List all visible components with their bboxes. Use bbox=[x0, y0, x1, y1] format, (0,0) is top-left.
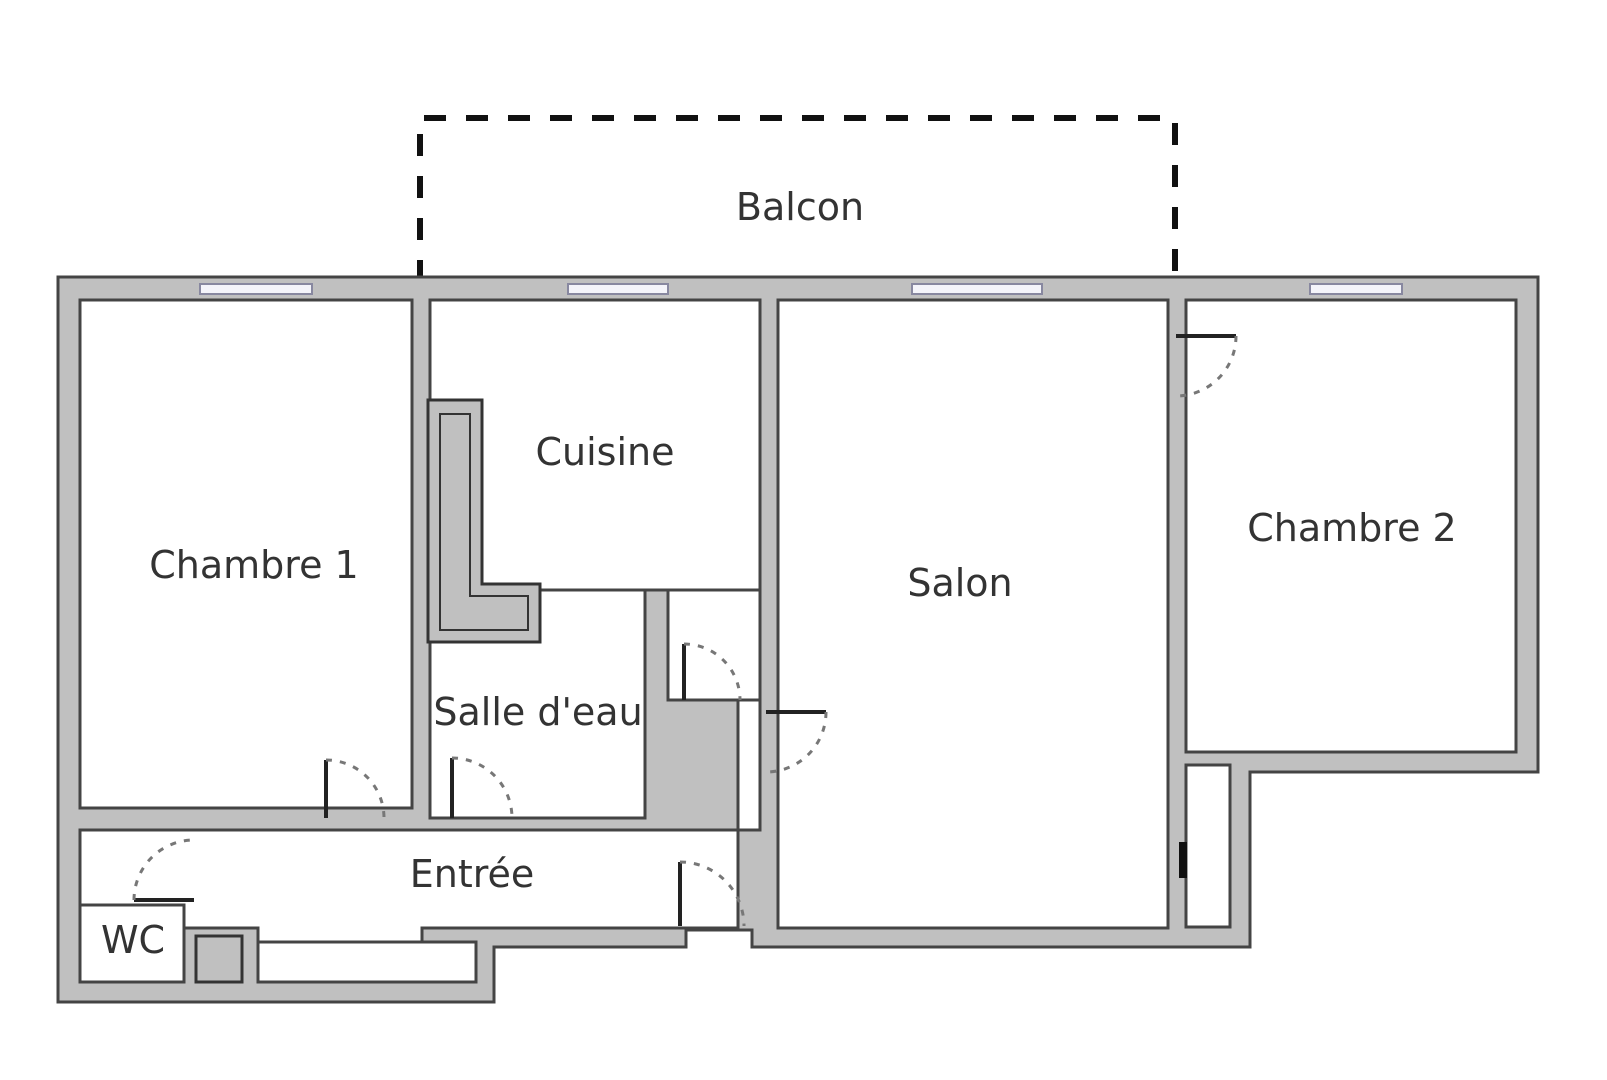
wc-fixture bbox=[194, 934, 244, 984]
label-salle-eau: Salle d'eau bbox=[433, 690, 643, 734]
label-cuisine: Cuisine bbox=[535, 430, 675, 474]
door-salon[interactable] bbox=[765, 710, 828, 774]
room-wc bbox=[78, 903, 186, 984]
room-closet bbox=[1184, 763, 1232, 929]
window-salon bbox=[911, 283, 1043, 295]
room-entree bbox=[78, 698, 762, 984]
room-entree-lower bbox=[256, 940, 478, 984]
label-chambre-1: Chambre 1 bbox=[149, 543, 359, 587]
window-chambre-1 bbox=[199, 283, 313, 295]
door-salle-eau[interactable] bbox=[450, 756, 514, 819]
door-chambre-1[interactable] bbox=[324, 758, 386, 819]
room-cuisine-corridor bbox=[666, 588, 762, 702]
door-wc[interactable] bbox=[132, 838, 195, 902]
window-chambre-2 bbox=[1309, 283, 1403, 295]
label-wc: WC bbox=[100, 918, 166, 962]
label-balcon: Balcon bbox=[735, 185, 865, 229]
window-cuisine bbox=[567, 283, 669, 295]
room-chambre-1 bbox=[78, 298, 414, 810]
door-chambre-2[interactable] bbox=[1175, 334, 1238, 398]
label-chambre-2: Chambre 2 bbox=[1247, 506, 1457, 550]
closet-door[interactable] bbox=[1179, 842, 1187, 878]
door-cuisine[interactable] bbox=[682, 642, 742, 701]
label-entree: Entrée bbox=[409, 852, 535, 896]
kitchen-counter-inner bbox=[439, 413, 529, 631]
room-chambre-2 bbox=[1184, 298, 1518, 754]
door-entree[interactable] bbox=[678, 860, 746, 927]
room-salon bbox=[776, 298, 1170, 930]
label-salon: Salon bbox=[907, 561, 1013, 605]
